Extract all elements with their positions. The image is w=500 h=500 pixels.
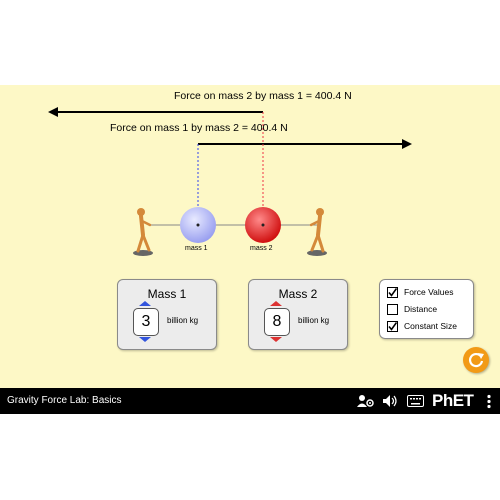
mass1-panel-title: Mass 1 bbox=[147, 287, 187, 301]
checkbox-box[interactable] bbox=[387, 304, 398, 315]
mass2-label: mass 2 bbox=[250, 245, 273, 252]
mass1-unit: billion kg bbox=[167, 316, 199, 325]
checkbox-box[interactable] bbox=[387, 287, 398, 298]
checkbox-box[interactable] bbox=[387, 321, 398, 332]
force-on-mass2-label: Force on mass 2 by mass 1 = 400.4 N bbox=[174, 90, 352, 102]
menu-icon[interactable] bbox=[486, 394, 492, 410]
speaker-icon[interactable] bbox=[382, 394, 400, 408]
checkbox-label: Force Values bbox=[404, 287, 454, 297]
people-settings-icon[interactable] bbox=[357, 394, 375, 408]
mass1-label: mass 1 bbox=[185, 245, 208, 252]
checkbox-label: Constant Size bbox=[404, 321, 457, 331]
reset-icon bbox=[468, 353, 484, 368]
phet-logo[interactable]: PhET bbox=[432, 391, 474, 410]
mass1-increase-arrow[interactable] bbox=[139, 301, 151, 306]
sim-play-area: Force on mass 2 by mass 1 = 400.4 N Forc… bbox=[0, 85, 500, 388]
force-arrowhead-mass1 bbox=[402, 139, 412, 149]
mass2-decrease-arrow[interactable] bbox=[270, 337, 282, 342]
mass2-panel-title: Mass 2 bbox=[278, 287, 318, 301]
left-puller-figure bbox=[133, 208, 153, 256]
checkmark-icon bbox=[388, 288, 397, 297]
mass1-panel: Mass 1 3 billion kg bbox=[117, 279, 217, 350]
force-arrows bbox=[48, 107, 412, 256]
navbar: Gravity Force Lab: Basics PhET bbox=[0, 388, 500, 414]
mass1-value-spinner[interactable]: 3 bbox=[133, 308, 159, 336]
options-panel: Force Values Distance Constant Size bbox=[379, 279, 474, 339]
mass1-center-dot bbox=[196, 223, 200, 227]
keyboard-icon[interactable] bbox=[407, 395, 425, 407]
mass2-center-dot bbox=[261, 223, 265, 227]
reset-all-button[interactable] bbox=[463, 347, 489, 373]
checkbox-label: Distance bbox=[404, 304, 438, 314]
mass2-increase-arrow[interactable] bbox=[270, 301, 282, 306]
mass2-value-spinner[interactable]: 8 bbox=[264, 308, 290, 336]
force-arrowhead-mass2 bbox=[48, 107, 58, 117]
mass2-unit: billion kg bbox=[298, 316, 330, 325]
checkmark-icon bbox=[388, 322, 397, 331]
sim-title: Gravity Force Lab: Basics bbox=[7, 395, 122, 406]
mass1-decrease-arrow[interactable] bbox=[139, 337, 151, 342]
mass2-panel: Mass 2 8 billion kg bbox=[248, 279, 348, 350]
force-on-mass1-label: Force on mass 1 by mass 2 = 400.4 N bbox=[110, 122, 288, 134]
right-puller-figure bbox=[307, 208, 327, 256]
